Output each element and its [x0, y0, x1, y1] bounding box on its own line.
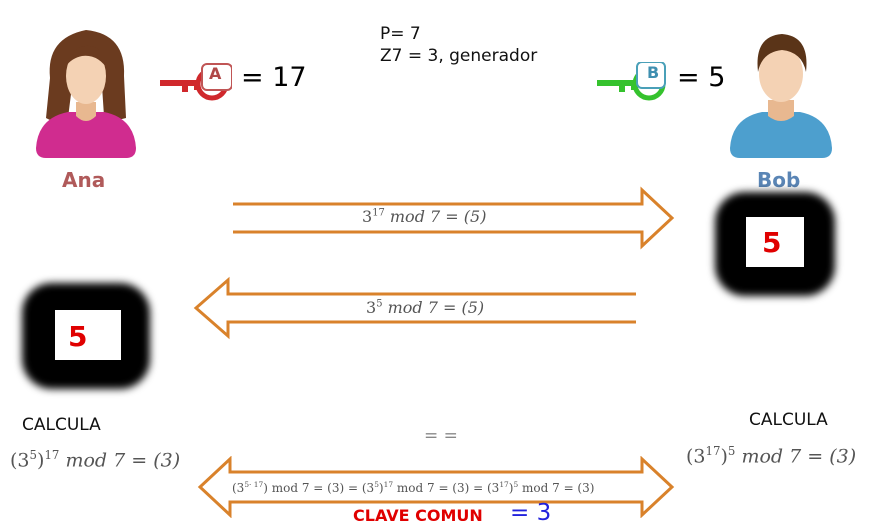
ana-formula: (35)17 mod 7 = (3): [10, 448, 181, 472]
arrow-bob-to-ana: [193, 276, 636, 340]
bob-avatar-icon: [730, 34, 832, 158]
ana-avatar-icon: [36, 30, 136, 158]
generator-text: Z7 = 3, generador: [380, 46, 538, 66]
key-a-icon: [160, 63, 232, 101]
key-a-letter: A: [209, 64, 222, 83]
ana-secret-value: = 17: [241, 62, 307, 93]
ana-received-value: 5: [68, 320, 88, 353]
bob-received-value: 5: [762, 226, 782, 259]
bob-received-inner: [746, 217, 804, 267]
key-b-icon: [597, 62, 666, 101]
arrow-top-formula: 317 mod 7 = (5): [362, 207, 487, 226]
arrow-ana-to-bob: [233, 186, 675, 250]
clave-comun-label: CLAVE COMUN: [353, 506, 483, 525]
ana-received-inner: [55, 310, 121, 360]
ana-name: Ana: [62, 168, 106, 192]
bob-formula: (317)5 mod 7 = (3): [686, 444, 857, 468]
modulus-text: P= 7: [380, 24, 421, 44]
bob-calcula-label: CALCULA: [749, 410, 828, 430]
bob-secret-value: = 5: [677, 62, 726, 93]
bob-name: Bob: [757, 168, 801, 192]
shared-key-formula: (35· 17) mod 7 = (3) = (35)17 mod 7 = (3…: [232, 480, 595, 495]
ana-calcula-label: CALCULA: [22, 415, 101, 435]
equals-mark: = =: [424, 426, 458, 446]
arrow-shared-key: [197, 456, 675, 518]
clave-comun-value: = 3: [510, 500, 552, 526]
key-b-letter: B: [647, 63, 660, 82]
arrow-mid-formula: 35 mod 7 = (5): [366, 298, 485, 317]
